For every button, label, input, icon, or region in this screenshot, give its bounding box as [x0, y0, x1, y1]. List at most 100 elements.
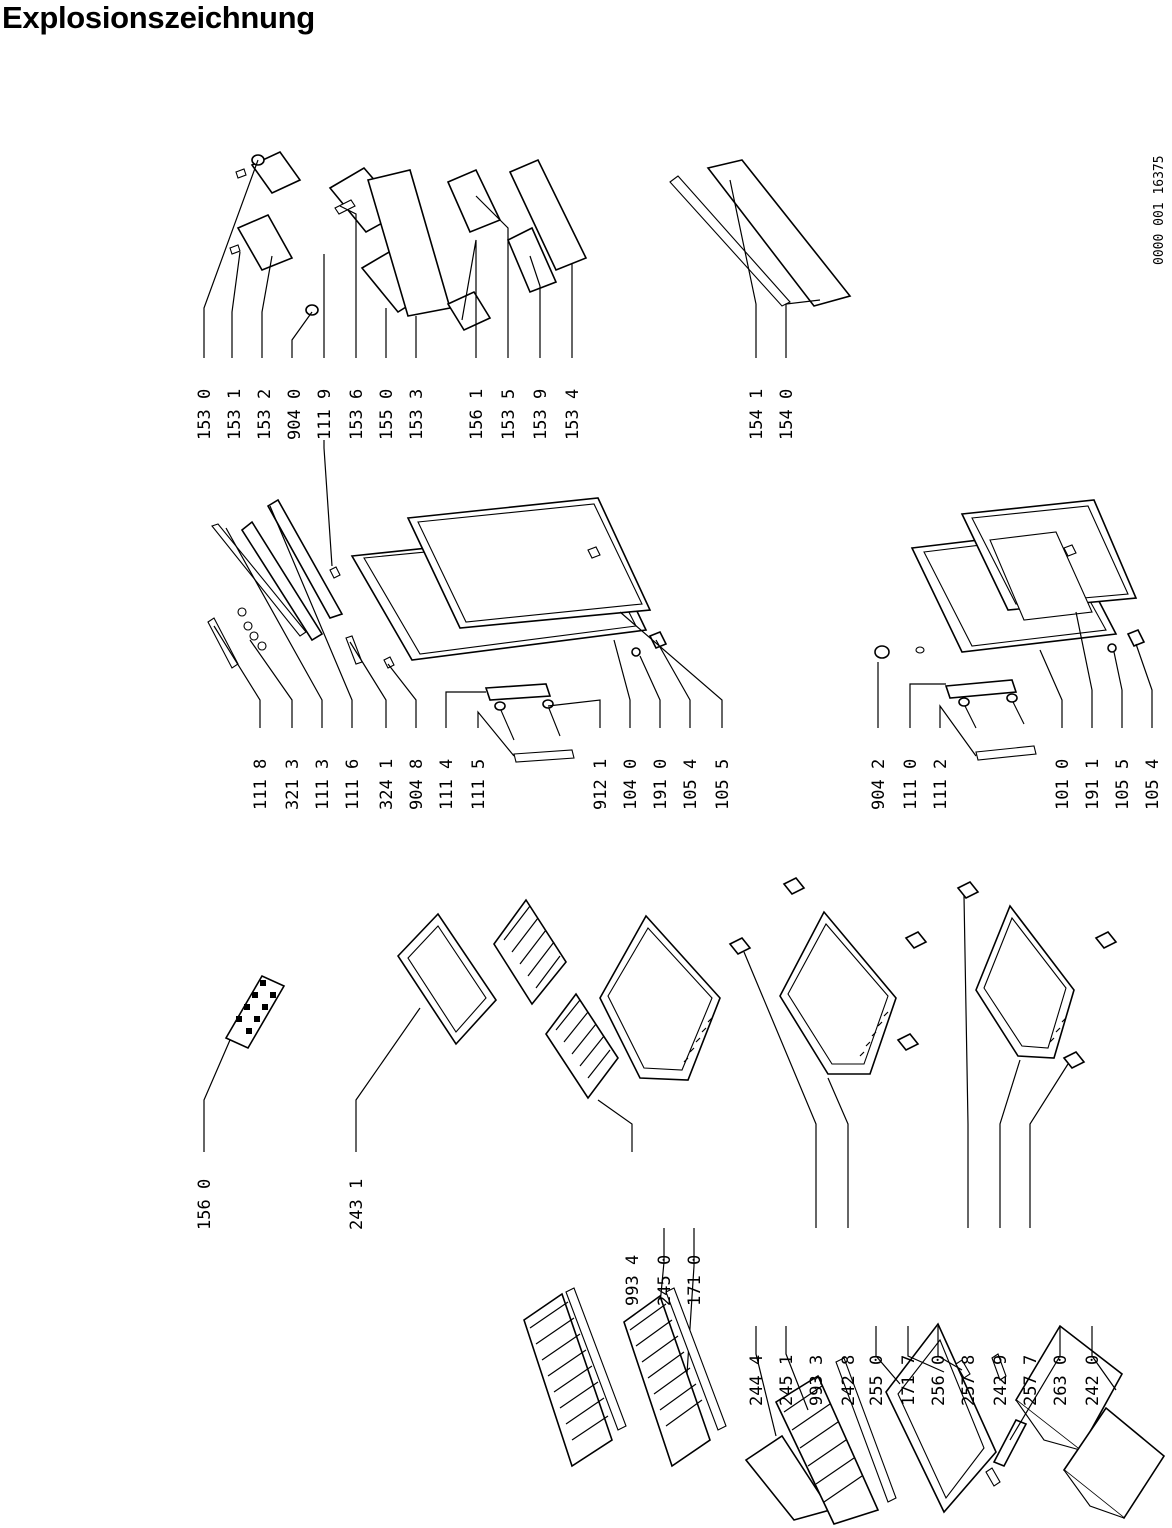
- part-drawing: [235, 168, 247, 179]
- part-drawing: [706, 159, 852, 307]
- part-drawing: [648, 630, 668, 650]
- part-number-label: 912 1: [591, 759, 611, 810]
- part-drawing: [249, 631, 259, 641]
- leader-line: [529, 255, 541, 358]
- part-drawing: [956, 880, 980, 900]
- part-number-label: 904 2: [869, 759, 889, 810]
- part-number-label: 101 0: [1053, 759, 1073, 810]
- part-number-label: 263 0: [1051, 1355, 1071, 1406]
- part-drawing: [915, 646, 925, 654]
- leader-line: [1009, 1326, 1061, 1441]
- part-drawing: [243, 621, 253, 631]
- part-drawing: [985, 1467, 1001, 1487]
- part-drawing: [506, 226, 558, 294]
- part-drawing: [874, 645, 890, 659]
- leader-line: [1029, 1063, 1069, 1228]
- leader-line: [323, 440, 333, 567]
- leader-line: [339, 205, 357, 358]
- part-number-label: 191 0: [651, 759, 671, 810]
- leader-line: [655, 639, 691, 728]
- part-number-label: 111 0: [901, 759, 921, 810]
- leader-line: [547, 699, 601, 728]
- part-drawing: [607, 927, 713, 1071]
- part-drawing: [1049, 1017, 1067, 1043]
- part-drawing: [991, 1353, 1007, 1381]
- part-number-label: 171 7: [899, 1355, 919, 1406]
- part-number-label: 153 0: [195, 389, 215, 440]
- part-drawing: [508, 158, 588, 272]
- leader-line: [755, 1326, 777, 1437]
- part-drawing: [529, 1301, 609, 1441]
- part-number-label: 156 0: [195, 1179, 215, 1230]
- part-drawing: [944, 679, 1018, 699]
- part-number-label: 257 8: [959, 1355, 979, 1406]
- part-number-label: 242 8: [839, 1355, 859, 1406]
- part-drawing: [1011, 699, 1025, 725]
- part-drawing: [494, 701, 506, 711]
- leader-line: [203, 1039, 231, 1152]
- part-drawing: [240, 520, 324, 642]
- part-drawing: [257, 641, 267, 651]
- part-drawing: [975, 745, 1037, 761]
- part-drawing: [211, 523, 307, 637]
- part-drawing: [565, 1287, 627, 1431]
- part-number-label: 111 9: [315, 389, 335, 440]
- leader-line: [785, 299, 821, 358]
- leader-line: [729, 179, 757, 358]
- leader-line: [1039, 649, 1063, 728]
- part-number-label: 153 4: [563, 389, 583, 440]
- leader-line: [939, 704, 977, 757]
- part-number-label: 993 3: [807, 1355, 827, 1406]
- leader-line: [475, 195, 509, 358]
- part-number-label: 244 4: [747, 1355, 767, 1406]
- part-number-label: 153 9: [531, 389, 551, 440]
- part-drawing: [383, 656, 395, 669]
- part-drawing: [1126, 628, 1146, 648]
- part-drawing: [224, 974, 286, 1050]
- page-title: Explosionszeichnung: [2, 0, 315, 35]
- part-drawing: [503, 905, 561, 989]
- leader-line: [1135, 643, 1153, 728]
- part-drawing: [835, 1357, 897, 1503]
- part-drawing: [1062, 1050, 1086, 1070]
- part-number-label: 242 0: [1083, 1355, 1103, 1406]
- leader-line: [827, 1077, 849, 1228]
- leader-line: [213, 625, 261, 728]
- leader-line: [875, 1326, 901, 1385]
- part-number-label: 156 1: [467, 389, 487, 440]
- part-number-label: 321 3: [283, 759, 303, 810]
- part-number-label: 191 1: [1083, 759, 1103, 810]
- leader-line: [639, 655, 661, 728]
- leader-line: [203, 159, 259, 358]
- part-drawing: [728, 936, 752, 956]
- part-number-label: 111 6: [343, 759, 363, 810]
- part-drawing: [904, 930, 928, 950]
- part-drawing: [992, 1418, 1028, 1468]
- leader-line: [613, 639, 631, 728]
- part-number-label: 242 9: [991, 1355, 1011, 1406]
- leader-line: [461, 239, 477, 358]
- part-number-label: 257 7: [1021, 1355, 1041, 1406]
- leader-line: [225, 527, 323, 728]
- leader-line: [619, 611, 723, 728]
- leader-line: [445, 691, 486, 728]
- interior-lower-group: [728, 876, 1118, 1228]
- door-fittings-group: [203, 150, 852, 358]
- leader-line: [683, 1228, 695, 1421]
- part-drawing: [417, 503, 643, 623]
- part-number-label: 105 4: [1143, 759, 1163, 810]
- part-number-label: 171 0: [685, 1255, 705, 1306]
- part-drawing: [896, 1032, 920, 1052]
- part-drawing: [1006, 693, 1018, 703]
- part-drawing: [1063, 1469, 1125, 1519]
- document-number: 0000 001 16375: [1152, 155, 1167, 265]
- part-number-label: 105 5: [1113, 759, 1133, 810]
- leader-line: [477, 710, 515, 757]
- part-number-label: 245 1: [777, 1355, 797, 1406]
- part-drawing: [859, 1011, 889, 1057]
- part-drawing: [683, 1017, 713, 1063]
- interior-upper-group: [203, 898, 721, 1421]
- leader-line: [355, 1007, 421, 1152]
- part-number-label: 153 2: [255, 389, 275, 440]
